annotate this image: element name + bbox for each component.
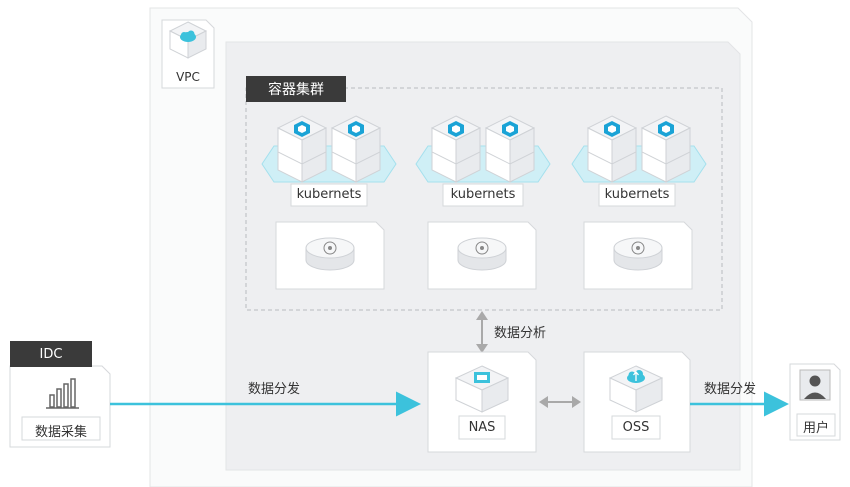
vpc-label: VPC xyxy=(176,70,200,84)
node-group-1 xyxy=(261,115,397,290)
oss-label-box xyxy=(611,415,661,440)
nas-label: NAS xyxy=(468,420,496,435)
vpc-tag xyxy=(161,19,215,89)
disk-icon xyxy=(457,237,507,271)
cluster-title: 容器集群 xyxy=(246,76,346,102)
idc-label-box xyxy=(21,416,101,441)
user-icon xyxy=(799,369,831,401)
nas-icon xyxy=(455,365,509,413)
edge-label-distribute-1: 数据分发 xyxy=(248,382,301,397)
vpc-icon xyxy=(168,21,208,59)
edge-label-analysis: 数据分析 xyxy=(494,326,547,341)
user-label: 用户 xyxy=(802,421,829,436)
edge-label-distribute-2: 数据分发 xyxy=(704,382,757,397)
disk-icon xyxy=(305,237,355,271)
idc-label: 数据采集 xyxy=(34,425,87,440)
bar-chart-icon xyxy=(46,378,79,409)
idc-title: IDC xyxy=(10,341,92,367)
oss-icon xyxy=(609,365,663,413)
node-group-2 xyxy=(415,115,551,290)
cluster-region xyxy=(245,87,723,311)
oss-label: OSS xyxy=(622,420,650,435)
user-label-box xyxy=(796,413,836,437)
node-label-3: kubernets xyxy=(604,187,670,202)
disk-icon xyxy=(613,237,663,271)
nas-label-box xyxy=(458,415,506,440)
node-label-1: kubernets xyxy=(296,187,362,202)
edge-nas-oss xyxy=(539,396,581,408)
edge-cluster-nas xyxy=(476,311,488,353)
node-label-2: kubernets xyxy=(450,187,516,202)
node-group-3 xyxy=(571,115,707,290)
